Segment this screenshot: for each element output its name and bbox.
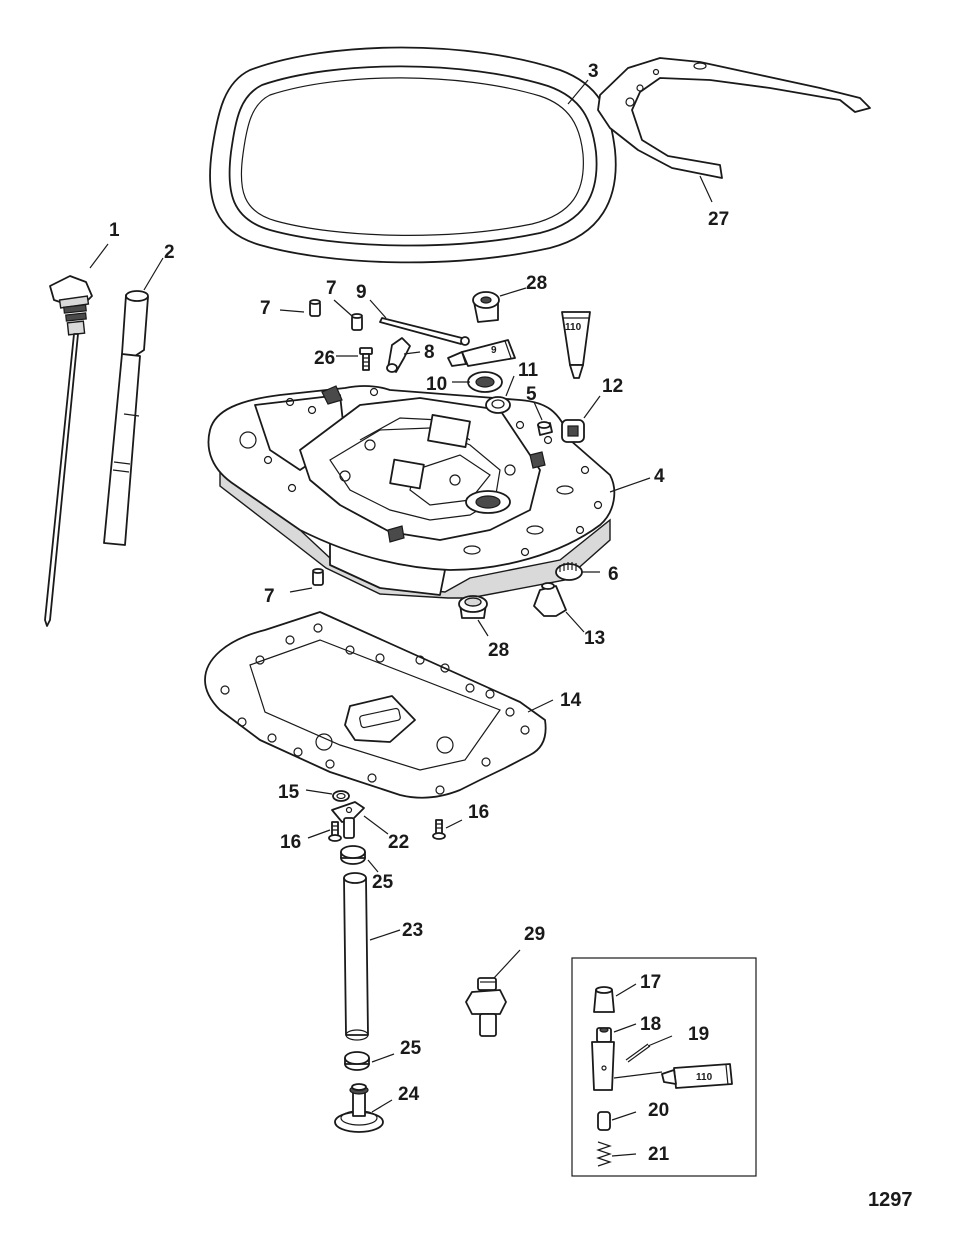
part-29-fitting: [465, 977, 507, 1037]
callout-28b: 28: [488, 640, 509, 661]
part-5-plug: [537, 421, 553, 436]
callout-4: 4: [654, 466, 665, 487]
callout-9: 9: [356, 282, 367, 303]
callout-28a: 28: [526, 273, 547, 294]
part-4-adaptor-plate: [207, 385, 616, 599]
callout-21: 21: [648, 1144, 670, 1165]
part-7-dowel-left: [309, 299, 321, 317]
part-26-screw: [359, 347, 373, 371]
part-2-dipstick-tube: [103, 290, 149, 546]
part-14-gasket: [204, 611, 547, 799]
callout-2: 2: [164, 242, 175, 263]
tube-label-110-inset: 110: [696, 1072, 713, 1083]
figure-number: 1297: [868, 1189, 913, 1211]
part-3-seal: [209, 46, 617, 264]
callout-13: 13: [584, 628, 605, 649]
callout-22: 22: [388, 832, 409, 853]
callout-23: 23: [402, 920, 423, 941]
part-110-tube-upper: [561, 311, 591, 379]
part-19-pin: [625, 1043, 651, 1063]
callout-7b: 7: [326, 278, 337, 299]
part-9-tube: [447, 339, 516, 367]
callout-10: 10: [426, 374, 447, 395]
callout-26: 26: [314, 348, 335, 369]
callout-3: 3: [588, 61, 599, 82]
part-10-seal: [467, 371, 503, 393]
part-12-fitting: [561, 419, 585, 443]
part-25-clamp-upper: [340, 845, 366, 865]
part-16-screw-left: [328, 821, 342, 842]
callout-20: 20: [648, 1100, 669, 1121]
part-9-rod: [379, 317, 470, 346]
callout-25a: 25: [372, 872, 394, 893]
part-23-tube: [343, 872, 369, 1041]
leader-lines: [89, 79, 713, 1157]
callout-6: 6: [608, 564, 619, 585]
part-28-grommet-upper: [472, 291, 500, 323]
part-7-dowel-lower: [312, 568, 324, 586]
part-22-bracket: [331, 801, 365, 839]
part-28-grommet-lower: [458, 595, 488, 619]
callout-25b: 25: [400, 1038, 422, 1059]
callout-7c: 7: [264, 586, 275, 607]
part-27-gasket: [597, 57, 871, 179]
callout-19: 19: [688, 1024, 709, 1045]
part-11-grommet: [485, 396, 511, 414]
callout-16a: 16: [280, 832, 301, 853]
callout-18: 18: [640, 1014, 661, 1035]
callout-29: 29: [524, 924, 545, 945]
callout-14: 14: [560, 690, 582, 711]
tube-label-110-upper: 110: [565, 322, 582, 333]
callout-1: 1: [109, 220, 120, 241]
part-7-dowel-center: [351, 313, 363, 331]
callout-5: 5: [526, 384, 537, 405]
part-24-valve: [334, 1083, 384, 1133]
part-1-dipstick: [44, 275, 93, 627]
part-20-plunger: [597, 1111, 611, 1131]
part-21-spring: [596, 1141, 612, 1167]
part-18-body: [591, 1027, 615, 1091]
tube-label-9: 9: [491, 345, 497, 356]
callout-17: 17: [640, 972, 661, 993]
callout-15: 15: [278, 782, 300, 803]
part-13-boot: [533, 582, 567, 617]
callout-11: 11: [518, 360, 539, 381]
part-16-screw-right: [432, 819, 446, 840]
callout-27: 27: [708, 209, 729, 230]
part-25-clamp-lower: [344, 1051, 370, 1071]
callout-7a: 7: [260, 298, 271, 319]
part-110-tube-inset: [661, 1063, 733, 1089]
part-15-o-ring: [332, 790, 350, 802]
callout-8: 8: [424, 342, 435, 363]
callout-16b: 16: [468, 802, 489, 823]
part-17-cap: [593, 986, 615, 1013]
callout-24: 24: [398, 1084, 420, 1105]
callout-12: 12: [602, 376, 623, 397]
part-8-fitting: [386, 337, 411, 373]
